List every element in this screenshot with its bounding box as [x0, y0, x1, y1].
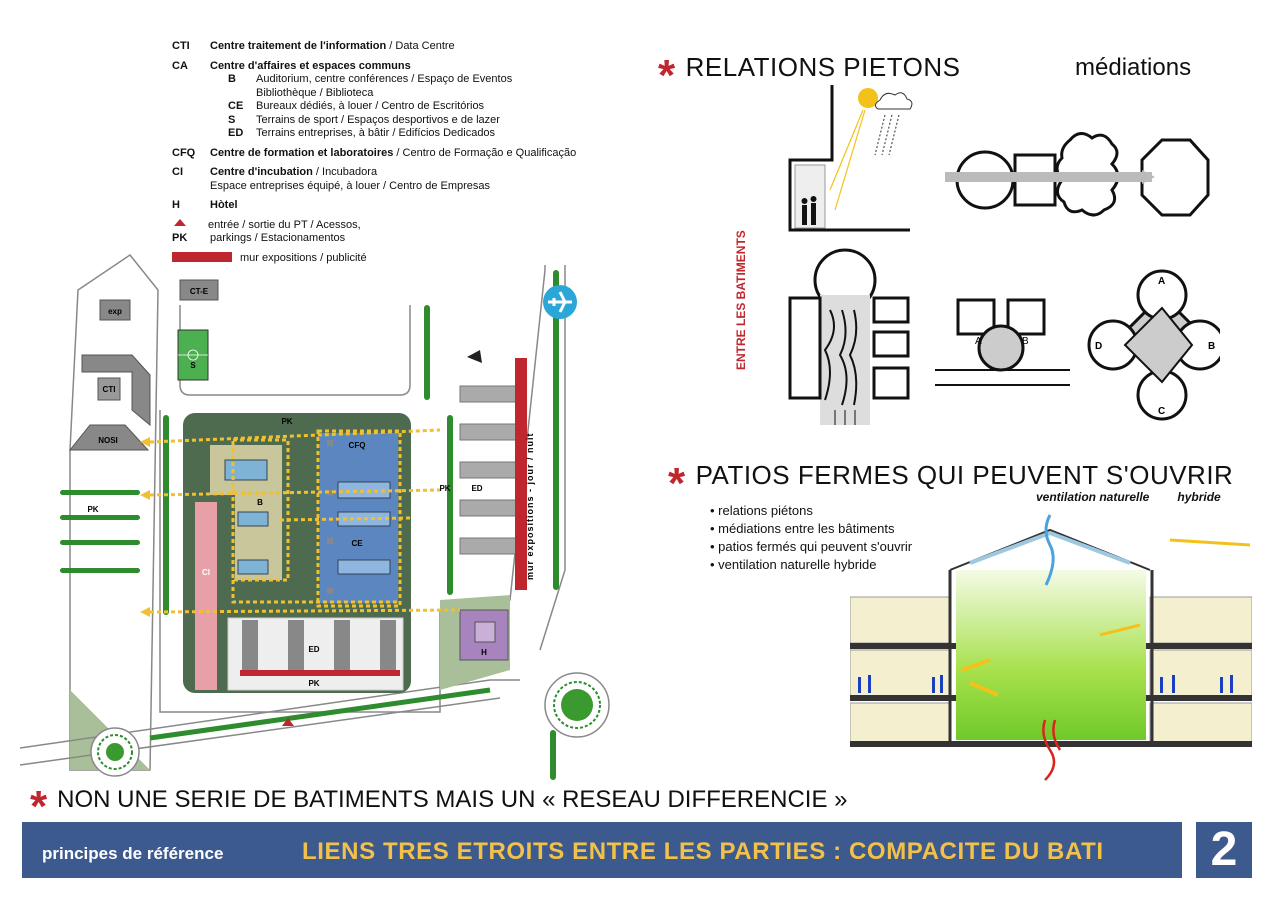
access-arrow-icon [174, 218, 186, 226]
label-c: C [1158, 406, 1165, 417]
cloud-icon [874, 92, 913, 156]
page-number: 2 [1196, 822, 1252, 878]
legend-mur: mur expositions / publicité [172, 251, 642, 266]
plan-pk-top: PK [281, 417, 292, 426]
asterisk-icon: * [658, 51, 676, 100]
plan-s: S [190, 361, 196, 370]
north-icon [467, 350, 482, 363]
plan-pk-bottom: PK [308, 679, 319, 688]
patio-section [850, 514, 1252, 781]
sun-icon [829, 88, 878, 211]
label-d: D [1095, 341, 1102, 352]
plan-ed: ED [308, 645, 319, 654]
legend-s: S Terrains de sport / Espaços desportivo… [228, 113, 500, 126]
legend-pk: PK parkings / Estacionamentos [172, 232, 346, 244]
label-b: B [1208, 341, 1215, 352]
bottom-heading: *NON UNE SERIE DE BATIMENTS MAIS UN « RE… [30, 782, 848, 831]
patios-heading: *PATIOS FERMES QUI PEUVENT S'OUVRIR [668, 459, 1234, 508]
plan-pk-left: PK [87, 505, 98, 514]
legend-b: B Auditorium, centre conférences / Espaç… [228, 73, 513, 99]
legend-ca: CA Centre d'affaires et espaces communs [172, 59, 411, 72]
legend-cfq: CFQ Centre de formation et laboratoires … [172, 146, 577, 159]
asterisk-icon: * [30, 782, 48, 831]
label-a: A [1158, 276, 1165, 287]
footer-left-label: principes de référence [42, 844, 224, 863]
relations-diagrams: A B A B C D [788, 85, 1220, 425]
plan-cte: CT-E [190, 287, 209, 296]
access-arrow-icon [282, 718, 294, 726]
footer-bar: principes de référence LIENS TRES ETROIT… [22, 822, 1182, 878]
svg-text:B: B [1022, 336, 1029, 347]
legend-ed: ED Terrains entreprises, à bâtir / Edifí… [228, 127, 496, 139]
airport-icon [543, 285, 577, 319]
legend-h: H Hòtel [172, 199, 238, 211]
legend-ce: CE Bureaux dédiés, à louer / Centro de E… [228, 100, 485, 112]
plan-b: B [257, 498, 263, 507]
plan-cfq: CFQ [349, 441, 366, 450]
plan-ed-right: ED [471, 484, 482, 493]
relations-subtitle: médiations [1075, 54, 1192, 81]
relations-heading: *RELATIONS PIETONS [658, 51, 961, 100]
legend-access: entrée / sortie du PT / Acessos, [172, 218, 642, 233]
plan-nosi: NOSI [98, 436, 118, 445]
plan-mur-vertical: mur expositions - jour / nuit [525, 432, 535, 580]
plan-exp: exp [108, 307, 122, 316]
svg-text:A: A [975, 336, 982, 347]
patios-bullets: relations piétons médiations entre les b… [710, 502, 912, 574]
plan-h: H [481, 648, 487, 657]
plan-pk-right: PK [439, 484, 450, 493]
plan-ce: CE [351, 539, 363, 548]
plan-cti: CTI [103, 385, 116, 394]
relations-vertical-label: ENTRE LES BATIMENTS [734, 230, 748, 370]
asterisk-icon: * [668, 459, 686, 508]
mur-swatch [172, 251, 232, 262]
legend-cti: CTI Centre traitement de l'information /… [172, 40, 455, 52]
site-plan: exp CTI NOSI PK CT-E S PK B CFQ CE CI ED… [20, 253, 610, 780]
legend: CTI Centre traitement de l'information /… [172, 40, 642, 265]
footer-main-title: LIENS TRES ETROITS ENTRE LES PARTIES : C… [302, 838, 1104, 865]
plan-ci: CI [202, 568, 210, 577]
